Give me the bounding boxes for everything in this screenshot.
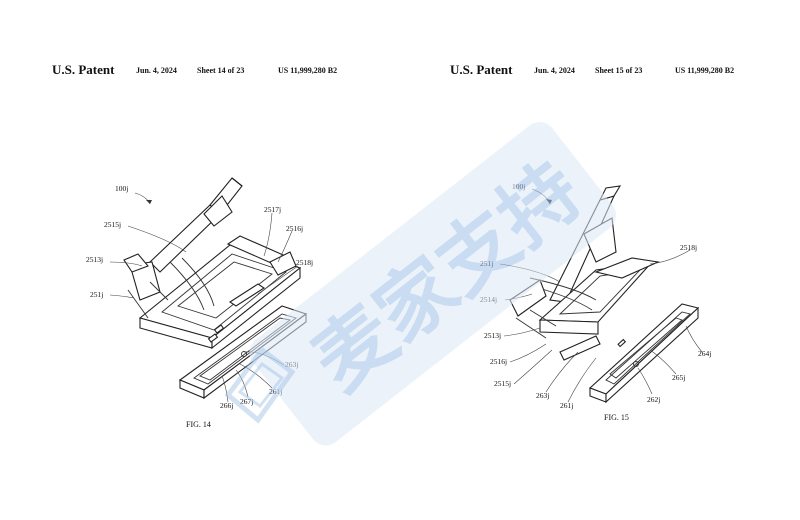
sheet-number: Sheet 14 of 23 <box>197 66 245 75</box>
ref-2516j: 2516j <box>286 224 303 233</box>
patent-date: Jun. 4, 2024 <box>136 66 177 75</box>
ref-100j: 100j <box>115 184 128 193</box>
ref-263j: 263j <box>536 391 549 400</box>
ref-2518j: 2518j <box>680 243 697 252</box>
ref-262j: 262j <box>647 395 660 404</box>
ref-263j: 263j <box>285 360 298 369</box>
patent-number: US 11,999,280 B2 <box>675 66 735 75</box>
ref-265j: 265j <box>672 373 685 382</box>
ref-100j: 100j <box>512 182 525 191</box>
figure-15-drawing: 100j 2518j 251j 2514j 2513j 2516j 2515j … <box>480 182 711 422</box>
patent-date: Jun. 4, 2024 <box>534 66 575 75</box>
ref-261j: 261j <box>269 387 282 396</box>
ref-261j: 261j <box>560 401 573 410</box>
ref-2518j: 2518j <box>296 258 313 267</box>
ref-267j: 267j <box>240 397 253 406</box>
ref-2514j: 2514j <box>480 295 497 304</box>
patent-sheet-14: U.S. Patent Jun. 4, 2024 Sheet 14 of 23 … <box>52 62 338 429</box>
ref-251j: 251j <box>480 259 493 268</box>
patent-number: US 11,999,280 B2 <box>278 66 338 75</box>
ref-2513j: 2513j <box>86 255 103 264</box>
figure-label: FIG. 15 <box>604 413 629 422</box>
housing-body <box>509 185 660 361</box>
figure-label: FIG. 14 <box>186 420 211 429</box>
ref-266j: 266j <box>220 401 233 410</box>
patent-office-title: U.S. Patent <box>450 62 513 77</box>
ref-2513j: 2513j <box>484 331 501 340</box>
ref-2515j: 2515j <box>494 379 511 388</box>
figure-14-drawing: 100j 2515j 2517j 2516j 2513j 2518j 251j … <box>86 177 313 429</box>
ref-2516j: 2516j <box>490 357 507 366</box>
patent-office-title: U.S. Patent <box>52 62 115 77</box>
lower-module <box>588 303 700 404</box>
ref-2517j: 2517j <box>264 205 281 214</box>
ref-251j: 251j <box>90 290 103 299</box>
ref-2515j: 2515j <box>104 220 121 229</box>
sheet-number: Sheet 15 of 23 <box>595 66 643 75</box>
patent-sheet-15: U.S. Patent Jun. 4, 2024 Sheet 15 of 23 … <box>400 0 800 520</box>
ref-264j: 264j <box>698 349 711 358</box>
